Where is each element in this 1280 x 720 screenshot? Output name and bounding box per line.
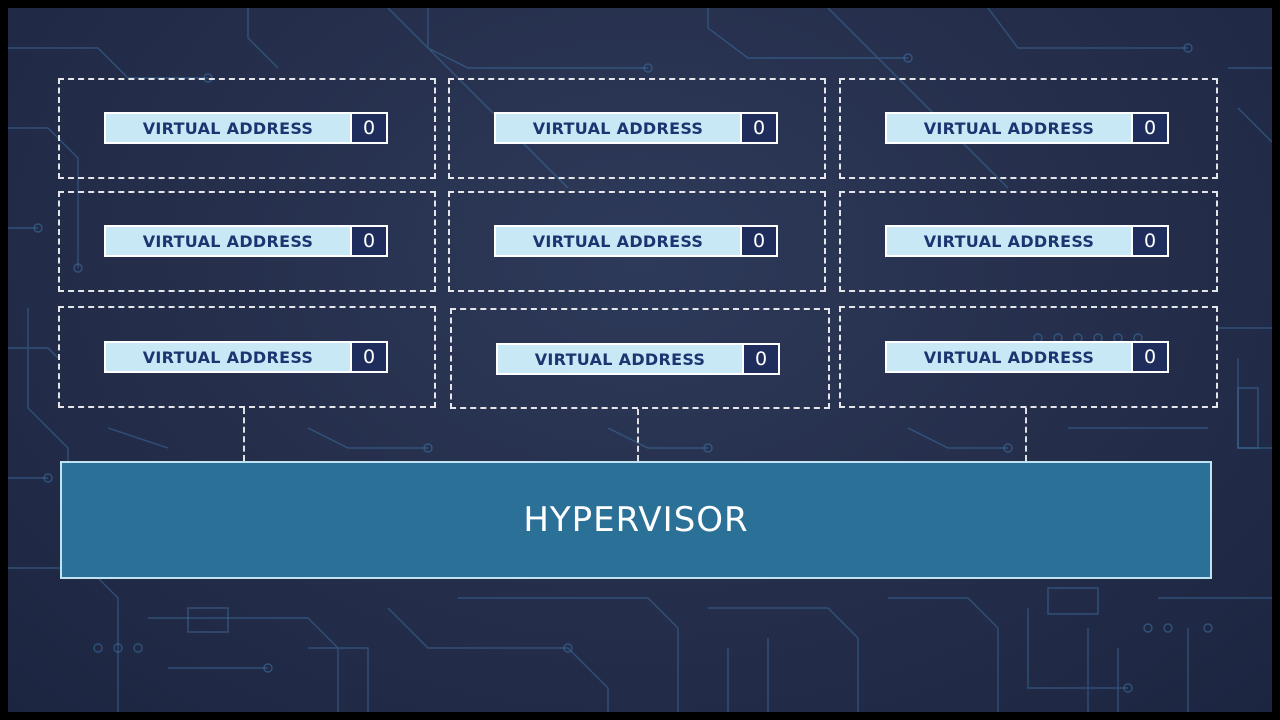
virtual-address-label: VIRTUAL ADDRESS	[142, 231, 314, 251]
virtual-address-value: 0	[740, 227, 776, 255]
vm-box-6	[839, 191, 1218, 292]
vm-box-4	[58, 191, 436, 292]
virtual-address-field-1: VIRTUAL ADDRESS 0	[104, 112, 388, 144]
virtual-address-label: VIRTUAL ADDRESS	[923, 118, 1095, 138]
virtual-address-field-6: VIRTUAL ADDRESS 0	[885, 225, 1169, 257]
virtual-address-field-8: VIRTUAL ADDRESS 0	[496, 343, 780, 375]
virtual-address-field-2: VIRTUAL ADDRESS 0	[494, 112, 778, 144]
connector-left	[243, 408, 245, 461]
virtual-address-value: 0	[1131, 227, 1167, 255]
hypervisor-block: HYPERVISOR	[60, 461, 1212, 579]
virtual-address-label: VIRTUAL ADDRESS	[923, 347, 1095, 367]
virtual-address-value: 0	[350, 114, 386, 142]
virtual-address-label: VIRTUAL ADDRESS	[142, 118, 314, 138]
virtual-address-field-4: VIRTUAL ADDRESS 0	[104, 225, 388, 257]
virtual-address-label: VIRTUAL ADDRESS	[532, 231, 704, 251]
virtual-address-value: 0	[1131, 114, 1167, 142]
vm-box-7	[58, 306, 436, 408]
virtual-address-value: 0	[1131, 343, 1167, 371]
connector-center	[637, 409, 639, 461]
virtual-address-label: VIRTUAL ADDRESS	[923, 231, 1095, 251]
virtual-address-label: VIRTUAL ADDRESS	[142, 347, 314, 367]
vm-box-8	[450, 308, 830, 409]
virtual-address-value: 0	[350, 227, 386, 255]
circuit-board-background	[8, 8, 1272, 712]
connector-right	[1025, 408, 1027, 461]
vm-box-2	[448, 78, 826, 179]
virtual-address-label: VIRTUAL ADDRESS	[532, 118, 704, 138]
hypervisor-label: HYPERVISOR	[523, 500, 749, 540]
virtual-address-field-5: VIRTUAL ADDRESS 0	[494, 225, 778, 257]
vm-box-5	[448, 191, 826, 292]
virtual-address-value: 0	[742, 345, 778, 373]
virtual-address-field-3: VIRTUAL ADDRESS 0	[885, 112, 1169, 144]
vm-box-3	[839, 78, 1218, 179]
virtual-address-field-7: VIRTUAL ADDRESS 0	[104, 341, 388, 373]
vm-box-1	[58, 78, 436, 179]
virtual-address-label: VIRTUAL ADDRESS	[534, 349, 706, 369]
virtual-address-value: 0	[350, 343, 386, 371]
vm-box-9	[839, 306, 1218, 408]
virtual-address-value: 0	[740, 114, 776, 142]
diagram-canvas: VIRTUAL ADDRESS 0 VIRTUAL ADDRESS 0 VIRT…	[8, 8, 1272, 712]
virtual-address-field-9: VIRTUAL ADDRESS 0	[885, 341, 1169, 373]
